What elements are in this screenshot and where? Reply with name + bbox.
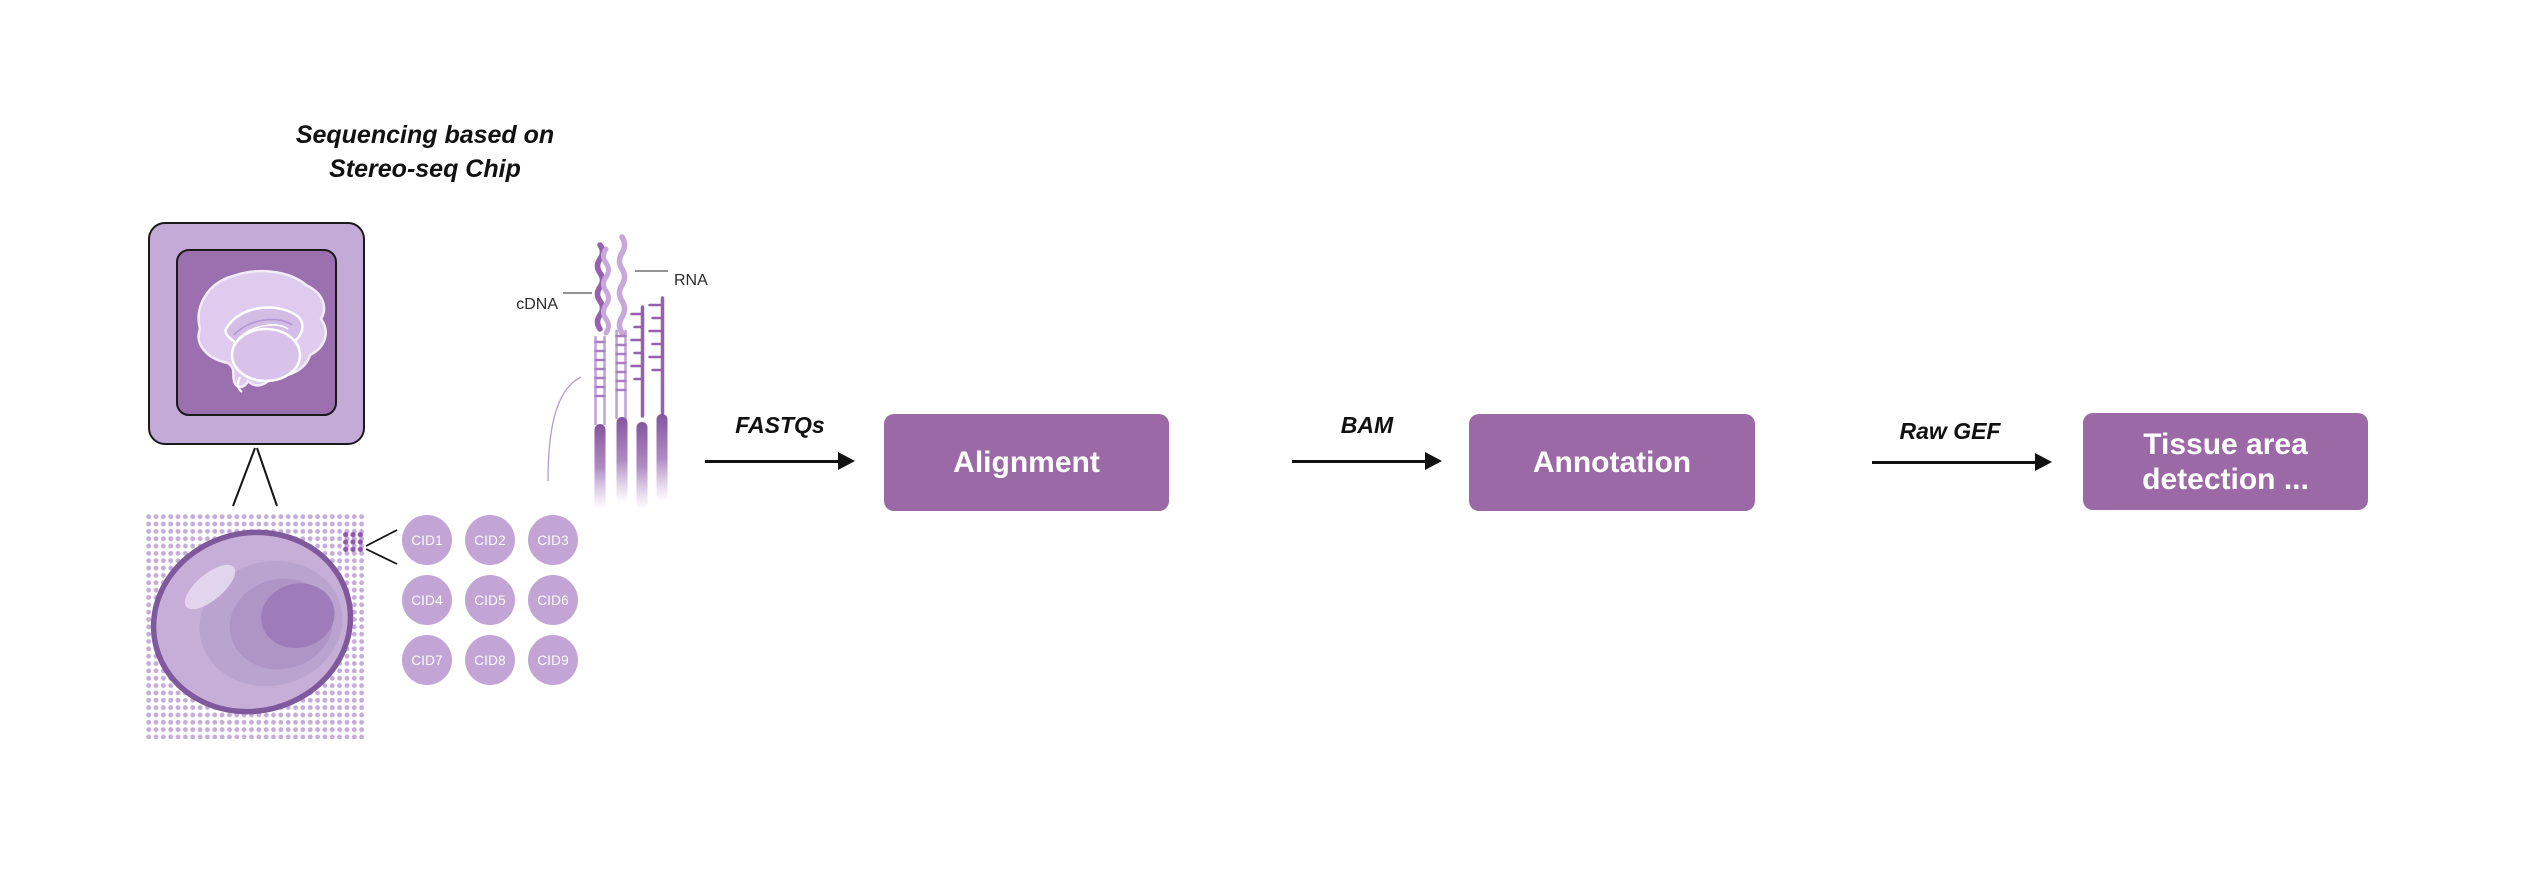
cdna-strand-dark bbox=[594, 242, 606, 332]
arrow-line bbox=[1292, 460, 1426, 463]
cid-spot-label: CID5 bbox=[474, 592, 506, 608]
process-box-tissue-detection: Tissue area detection ... bbox=[2083, 413, 2368, 510]
capture-probe-combs bbox=[630, 296, 665, 418]
cid-spot: CID9 bbox=[528, 635, 578, 685]
cid-spot-label: CID2 bbox=[474, 532, 506, 548]
arrow-label-fastqs: FASTQs bbox=[735, 412, 825, 438]
cid-spot-grid: CID1 CID2 CID3 CID4 CID5 CID6 CID7 CID8 … bbox=[402, 515, 578, 685]
process-box-label: Annotation bbox=[1532, 446, 1692, 479]
wavy-strands bbox=[594, 234, 628, 336]
cid-spot-label: CID8 bbox=[474, 652, 506, 668]
cid-spot: CID3 bbox=[528, 515, 578, 565]
process-box-label: Alignment bbox=[953, 446, 1100, 479]
process-box-alignment: Alignment bbox=[884, 414, 1169, 511]
cid-spot: CID2 bbox=[465, 515, 515, 565]
chip-zoom-lines bbox=[232, 447, 278, 507]
tissue-section-illustration bbox=[197, 269, 327, 393]
strand-pointer-lines bbox=[563, 270, 668, 294]
highlighted-spot-cluster bbox=[342, 531, 365, 554]
cell-highlight bbox=[184, 564, 236, 610]
rna-strand-wavy bbox=[616, 234, 628, 336]
diagram-title-line2: Stereo-seq Chip bbox=[329, 155, 521, 183]
process-box-annotation: Annotation bbox=[1469, 414, 1755, 511]
chip-capture-area bbox=[176, 249, 337, 416]
arrow-head-icon bbox=[2035, 453, 2052, 471]
cid-spot-label: CID4 bbox=[411, 592, 443, 608]
arrow-line bbox=[1872, 461, 2035, 464]
cdna-strand-light bbox=[601, 246, 611, 336]
cell-illustration bbox=[150, 529, 354, 715]
dna-ladders bbox=[594, 329, 627, 426]
cid-spot: CID6 bbox=[528, 575, 578, 625]
rna-label: RNA bbox=[674, 272, 708, 289]
diagram-title-line1: Sequencing based on bbox=[295, 121, 555, 149]
brain-swirl-line bbox=[233, 318, 293, 336]
process-box-label: Tissue area detection ... bbox=[2142, 427, 2309, 496]
arrow-head-icon bbox=[838, 452, 855, 470]
cid-spot: CID4 bbox=[402, 575, 452, 625]
cid-spot: CID8 bbox=[465, 635, 515, 685]
arrow-label-raw-gef: Raw GEF bbox=[1899, 418, 2001, 444]
arrow-line bbox=[705, 460, 839, 463]
diagram-title: Sequencing based on Stereo-seq Chip bbox=[245, 118, 605, 186]
spot-to-strand-curve bbox=[547, 376, 582, 482]
cid-spot: CID7 bbox=[402, 635, 452, 685]
cid-spot: CID1 bbox=[402, 515, 452, 565]
cid-spot-label: CID6 bbox=[537, 592, 569, 608]
cid-spot: CID5 bbox=[465, 575, 515, 625]
cdna-label: cDNA bbox=[516, 296, 558, 313]
cid-spot-label: CID7 bbox=[411, 652, 443, 668]
arrow-head-icon bbox=[1425, 452, 1442, 470]
cell-nucleus bbox=[261, 583, 335, 649]
brain-stem-line bbox=[236, 376, 243, 393]
stereo-seq-chip bbox=[148, 222, 365, 445]
cid-spot-label: CID3 bbox=[537, 532, 569, 548]
brain-lower-lobe bbox=[230, 327, 302, 383]
cid-spot-label: CID1 bbox=[411, 532, 443, 548]
anchored-probe-bars bbox=[594, 414, 668, 510]
cid-spot-label: CID9 bbox=[537, 652, 569, 668]
arrow-label-bam: BAM bbox=[1340, 412, 1394, 438]
illustration-line-art bbox=[232, 234, 668, 565]
